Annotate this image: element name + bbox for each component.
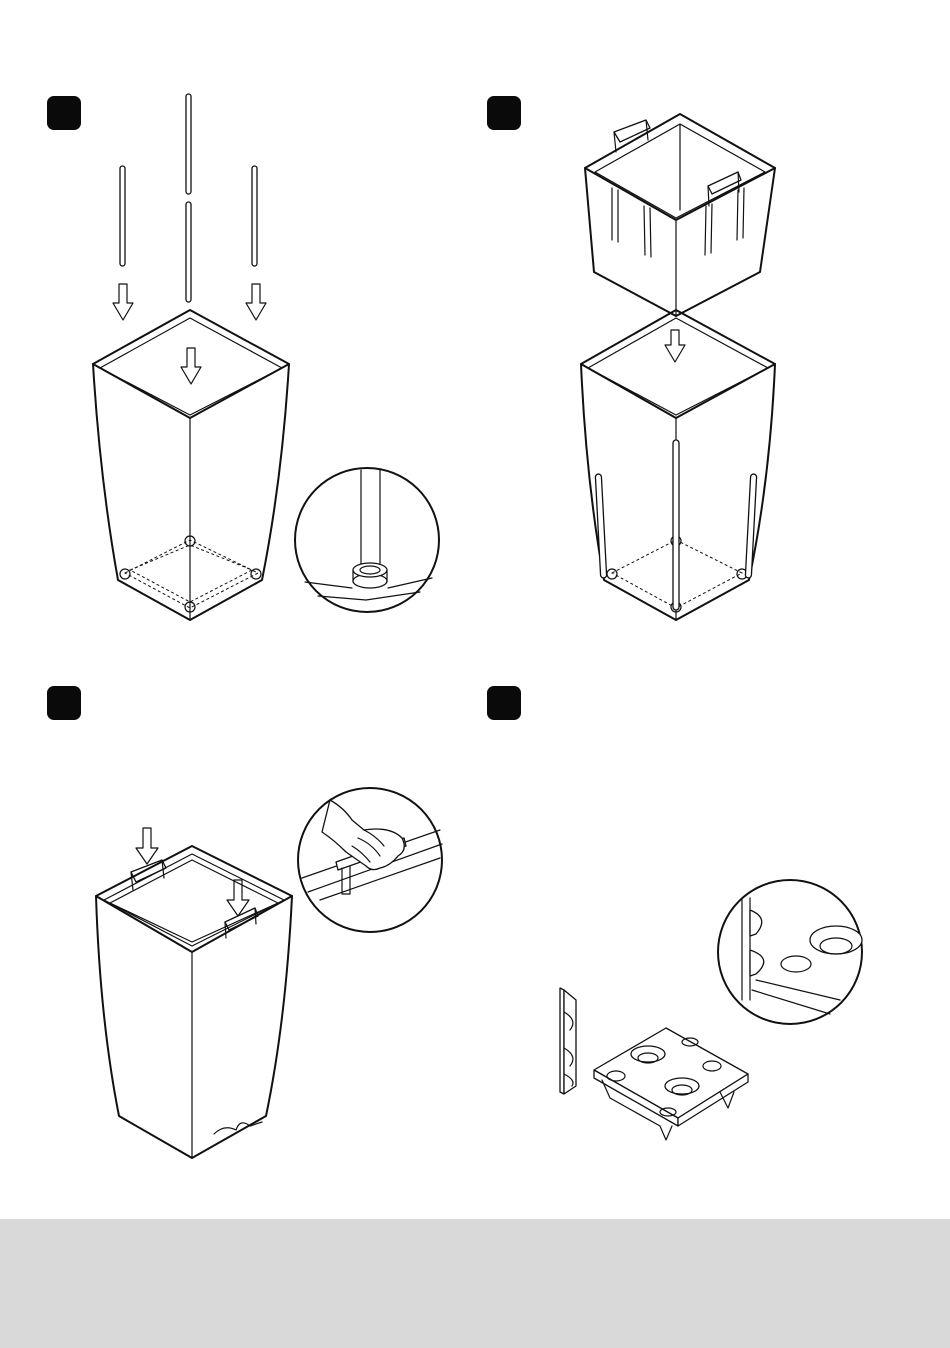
base-plate-icon bbox=[594, 1028, 748, 1140]
step-1-illustration bbox=[93, 94, 439, 620]
detail-zoom-rod-socket bbox=[295, 468, 439, 612]
step-2-illustration bbox=[581, 114, 775, 620]
detail-zoom-hand-handle bbox=[298, 788, 442, 932]
down-arrow-icon bbox=[665, 330, 685, 362]
planter-pot-icon bbox=[93, 310, 289, 620]
step-3-illustration bbox=[96, 788, 442, 1158]
insert-basket-icon bbox=[585, 114, 775, 316]
step-4-illustration bbox=[560, 880, 862, 1140]
support-rod-icon bbox=[120, 94, 257, 302]
footer-band bbox=[0, 1219, 950, 1348]
detail-zoom-clip-slot bbox=[718, 880, 862, 1024]
hand-icon bbox=[322, 800, 404, 870]
planter-pot-icon bbox=[96, 846, 292, 1158]
water-level-clip-icon bbox=[560, 988, 576, 1094]
